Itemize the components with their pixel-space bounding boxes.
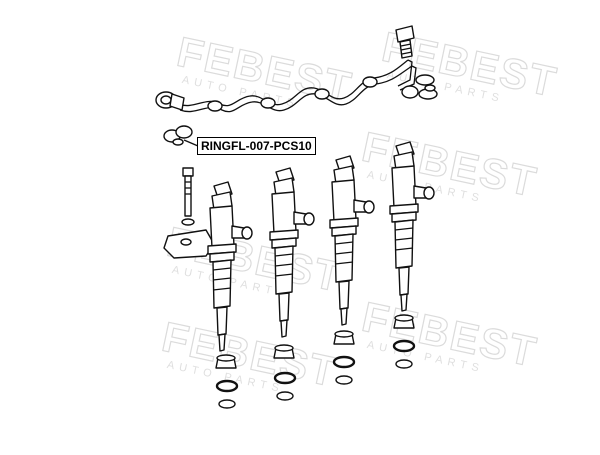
banjo-bolt-top: [395, 25, 415, 59]
watermark-3: FEBEST AUTO PARTS: [358, 122, 543, 206]
hold-down-bolt: [181, 167, 195, 226]
callout-target-rings: [163, 125, 199, 147]
watermark-4: FEBEST AUTO PARTS: [163, 217, 348, 301]
injector-clamp: [163, 229, 215, 259]
seal-set-3: [332, 330, 356, 385]
watermark-6: FEBEST AUTO PARTS: [358, 292, 543, 376]
seal-set-1: [215, 354, 239, 409]
part-number-callout: RINGFL-007-PCS10: [197, 137, 316, 155]
callout-leader-line: [183, 139, 199, 147]
seal-set-4: [392, 314, 416, 369]
banjo-fitting-left: [155, 91, 185, 111]
seal-set-2: [273, 344, 297, 401]
watermark-5: FEBEST AUTO PARTS: [158, 312, 343, 396]
seal-rings-top-right: [401, 74, 438, 100]
